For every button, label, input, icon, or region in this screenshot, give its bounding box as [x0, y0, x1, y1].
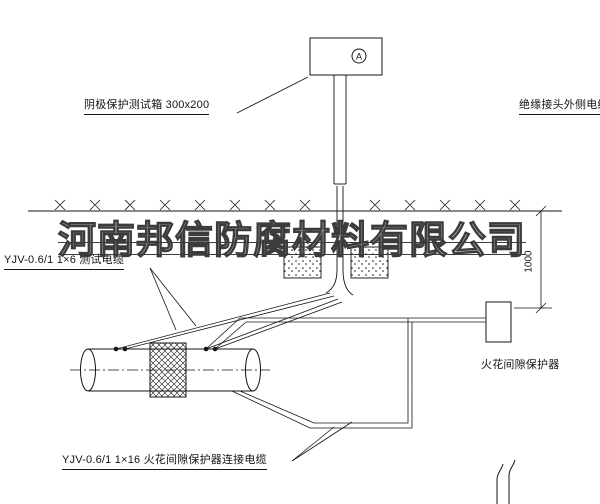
label-test-cable: YJV-0.6/1 1×6 测试电缆 — [4, 254, 125, 270]
ammeter-symbol-circle — [351, 48, 367, 64]
anchor-blocks — [283, 246, 389, 279]
label-connection-cable: YJV-0.6/1 1×16 火花间隙保护器连接电缆 — [62, 454, 267, 470]
dimension-text: 1000 — [523, 250, 535, 273]
label-spark-gap-protector: 火花间隙保护器 — [481, 359, 560, 371]
pipe — [70, 342, 270, 398]
label-test-box: 阴极保护测试箱 300x200 — [84, 99, 210, 115]
label-insulated-joint-cable: 绝缘接头外侧电缆 — [519, 99, 600, 115]
riser-symbol — [496, 459, 516, 504]
ammeter-symbol-letter: A — [356, 52, 362, 62]
spark-gap-protector-box — [485, 301, 512, 343]
ground-hatch-marks — [54, 199, 521, 211]
test-box: A — [309, 37, 383, 76]
test-cable-lines — [115, 292, 343, 350]
cable-connection-dots — [113, 346, 218, 352]
conduit — [325, 75, 354, 296]
leader-lines — [149, 76, 353, 462]
protector-cable-lines — [205, 317, 486, 429]
dimension-line — [514, 205, 552, 314]
